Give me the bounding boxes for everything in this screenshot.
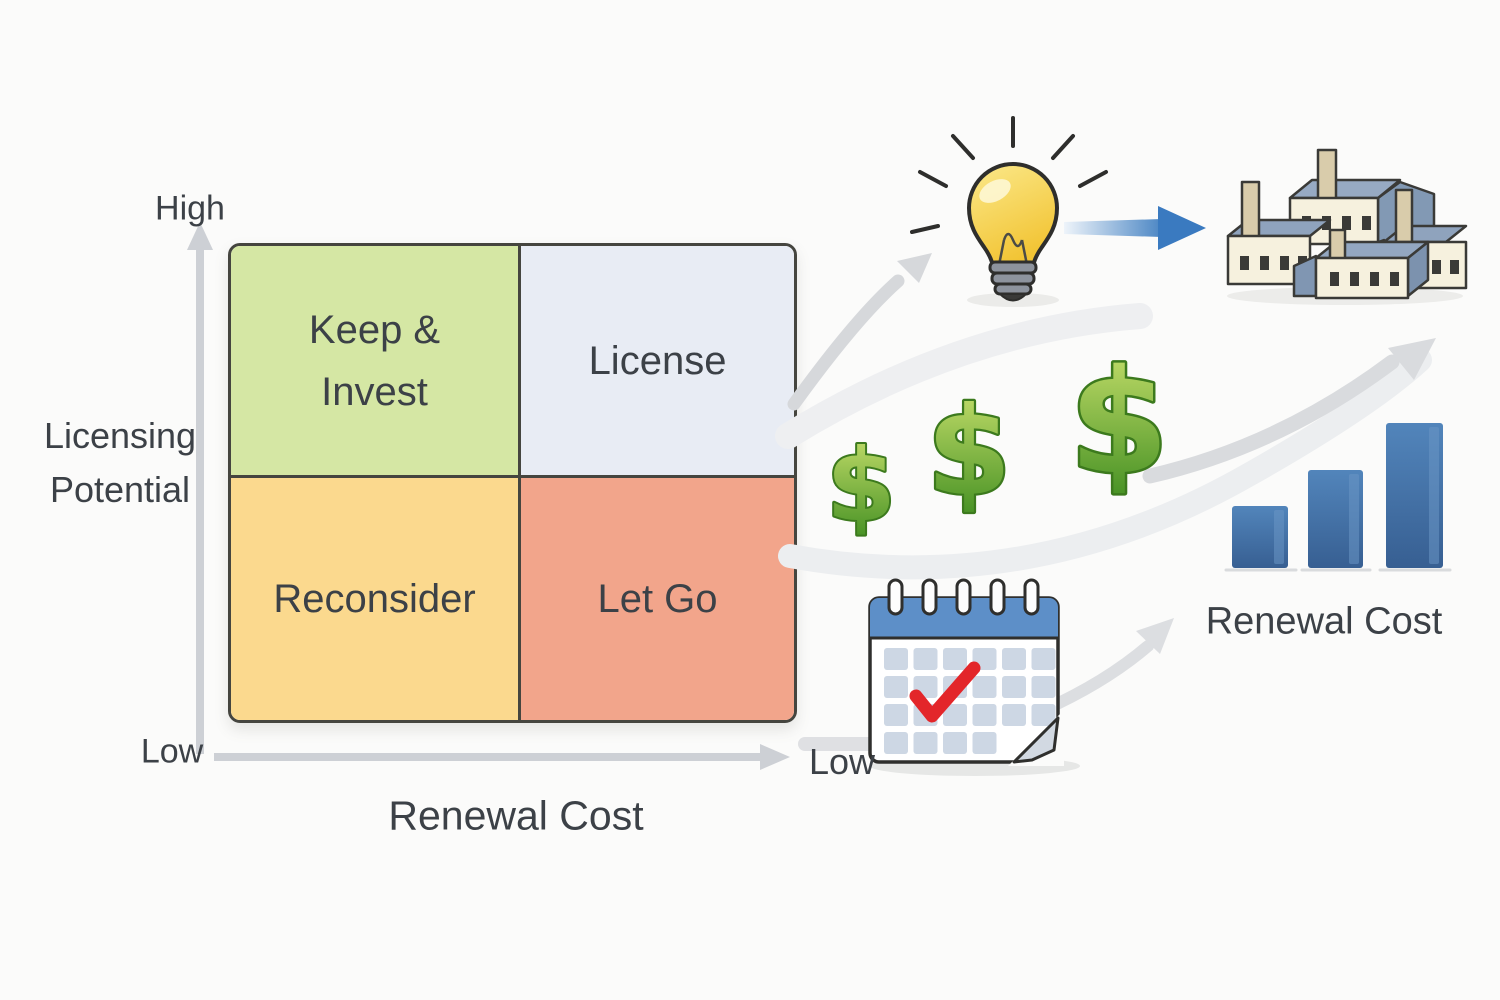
lightbulb-icon (910, 116, 1116, 307)
dollar-sign-icon-large: $ (1069, 338, 1169, 506)
x-axis-title: Renewal Cost (388, 792, 644, 839)
bar-chart-icon (1224, 423, 1452, 572)
curved-arrow-to-idea-icon (787, 253, 932, 411)
y-axis-high-label: High (155, 189, 225, 228)
bar-chart-label: Renewal Cost (1205, 600, 1443, 643)
quadrant-reconsider-label: Reconsider (273, 577, 476, 621)
quadrant-reconsider: Reconsider (231, 478, 521, 720)
curved-arrow-calendar-icon (798, 618, 1174, 751)
quadrant-license: License (521, 246, 794, 478)
bar (1232, 506, 1288, 568)
quadrant-let-go: Let Go (521, 478, 794, 720)
blue-arrow-right-icon (1064, 206, 1206, 250)
calendar-low-label: Low (808, 741, 876, 782)
calendar-icon (868, 578, 1080, 776)
background-swooshes (775, 303, 1432, 580)
quadrant-let-go-label: Let Go (597, 577, 718, 621)
dollar-sign-icon-small: $ (826, 427, 896, 544)
y-axis-low-label: Low (140, 732, 204, 771)
quadrant-keep-invest-label: Keep & Invest (308, 307, 441, 414)
quadrant-keep-invest: Keep & Invest (231, 246, 521, 478)
bar (1386, 423, 1443, 568)
factories-icon (1226, 148, 1468, 305)
licensing-matrix: Keep & Invest License Reconsider Let Go (228, 243, 797, 723)
check-icon (909, 661, 981, 723)
dollar-sign-icon-medium: $ (927, 381, 1012, 523)
y-axis-title: Licensing Potential (43, 415, 197, 510)
bar (1308, 470, 1363, 568)
quadrant-license-label: License (588, 338, 727, 383)
x-axis-arrow (214, 744, 790, 770)
dollar-signs: $ $ $ (824, 336, 1171, 547)
curved-arrow-bar-chart-icon (1142, 338, 1436, 484)
